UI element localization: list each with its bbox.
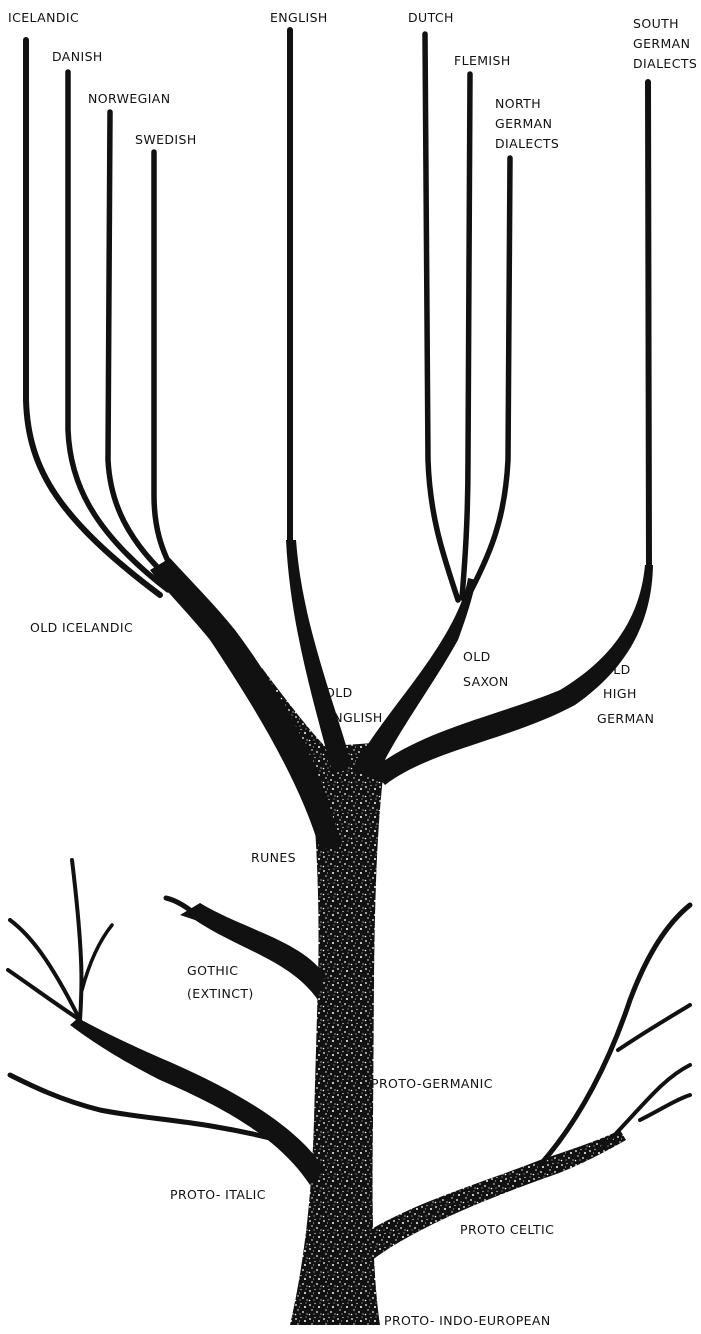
label-swedish: SWEDISH xyxy=(135,132,197,147)
label-old-english-line-2: ENGLISH xyxy=(325,710,383,725)
label-english: ENGLISH xyxy=(270,10,328,25)
label-north-german-dialects: NORTH GERMAN DIALECTS xyxy=(495,96,559,151)
label-proto-germanic: PROTO-GERMANIC xyxy=(371,1076,493,1091)
label-gothic: GOTHIC (EXTINCT) xyxy=(187,963,254,1001)
label-icelandic: ICELANDIC xyxy=(8,10,79,25)
label-norwegian: NORWEGIAN xyxy=(88,91,171,106)
label-gothic-line-1: GOTHIC xyxy=(187,963,238,978)
label-flemish: FLEMISH xyxy=(454,53,511,68)
label-runes: RUNES xyxy=(251,850,296,865)
label-old-high-german-line-2: HIGH xyxy=(603,686,637,701)
label-north-german-line-2: GERMAN xyxy=(495,116,552,131)
label-south-german-dialects: SOUTH GERMAN DIALECTS xyxy=(633,16,697,71)
label-south-german-line-1: SOUTH xyxy=(633,16,679,31)
label-old-saxon: OLD SAXON xyxy=(463,649,509,689)
label-old-saxon-line-1: OLD xyxy=(463,649,491,664)
label-danish: DANISH xyxy=(52,49,103,64)
label-old-high-german-line-1: OLD xyxy=(603,662,631,677)
label-old-high-german: OLD HIGH GERMAN xyxy=(597,662,654,726)
label-old-icelandic: OLD ICELANDIC xyxy=(30,620,133,635)
branch-old-icelandic xyxy=(150,558,340,850)
label-north-german-line-3: DIALECTS xyxy=(495,136,559,151)
label-gothic-line-2: (EXTINCT) xyxy=(187,986,254,1001)
label-proto-italic: PROTO- ITALIC xyxy=(170,1187,266,1202)
label-proto-celtic: PROTO CELTIC xyxy=(460,1222,554,1237)
label-old-saxon-line-2: SAXON xyxy=(463,674,509,689)
branch-proto-italic xyxy=(8,860,325,1185)
label-south-german-line-3: DIALECTS xyxy=(633,56,697,71)
label-north-german-line-1: NORTH xyxy=(495,96,541,111)
label-old-english-line-1: OLD xyxy=(325,685,353,700)
label-dutch: DUTCH xyxy=(408,10,454,25)
label-old-high-german-line-3: GERMAN xyxy=(597,711,654,726)
label-old-english: OLD ENGLISH xyxy=(325,685,383,725)
label-south-german-line-2: GERMAN xyxy=(633,36,690,51)
leaf-branches xyxy=(26,30,649,600)
label-proto-indo-european: PROTO- INDO-EUROPEAN xyxy=(384,1313,551,1328)
